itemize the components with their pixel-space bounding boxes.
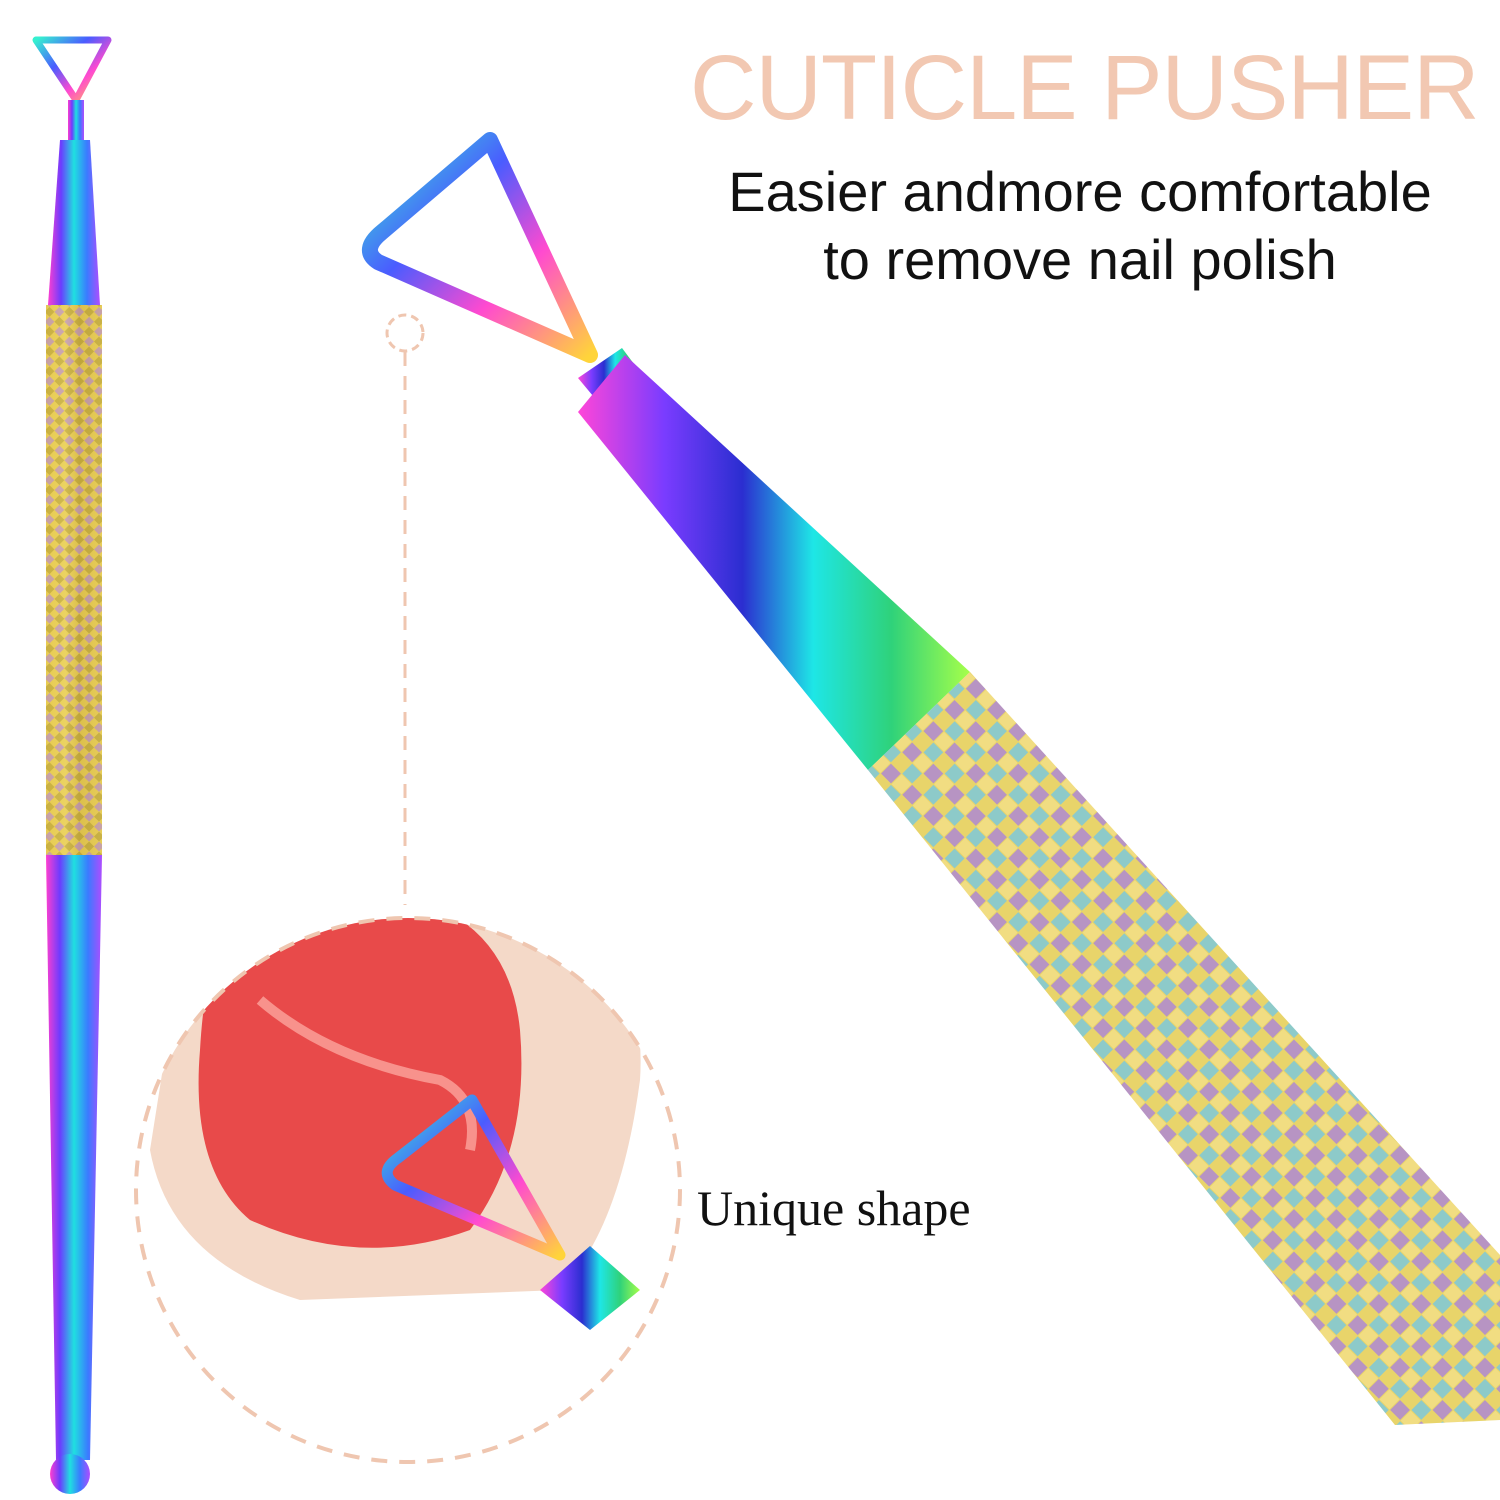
subtitle-line-1: Easier andmore comfortable (728, 160, 1432, 223)
page-title: CUTICLE PUSHER (690, 37, 1480, 139)
close-up-circle (134, 916, 682, 1464)
callout-connector (385, 313, 425, 905)
side-view-tool (32, 36, 112, 1494)
subtitle-line-2: to remove nail polish (823, 228, 1337, 291)
subtitle: Easier andmore comfortable to remove nai… (680, 158, 1480, 294)
close-up-tool (362, 132, 1500, 1425)
callout-label: Unique shape (697, 1180, 971, 1236)
